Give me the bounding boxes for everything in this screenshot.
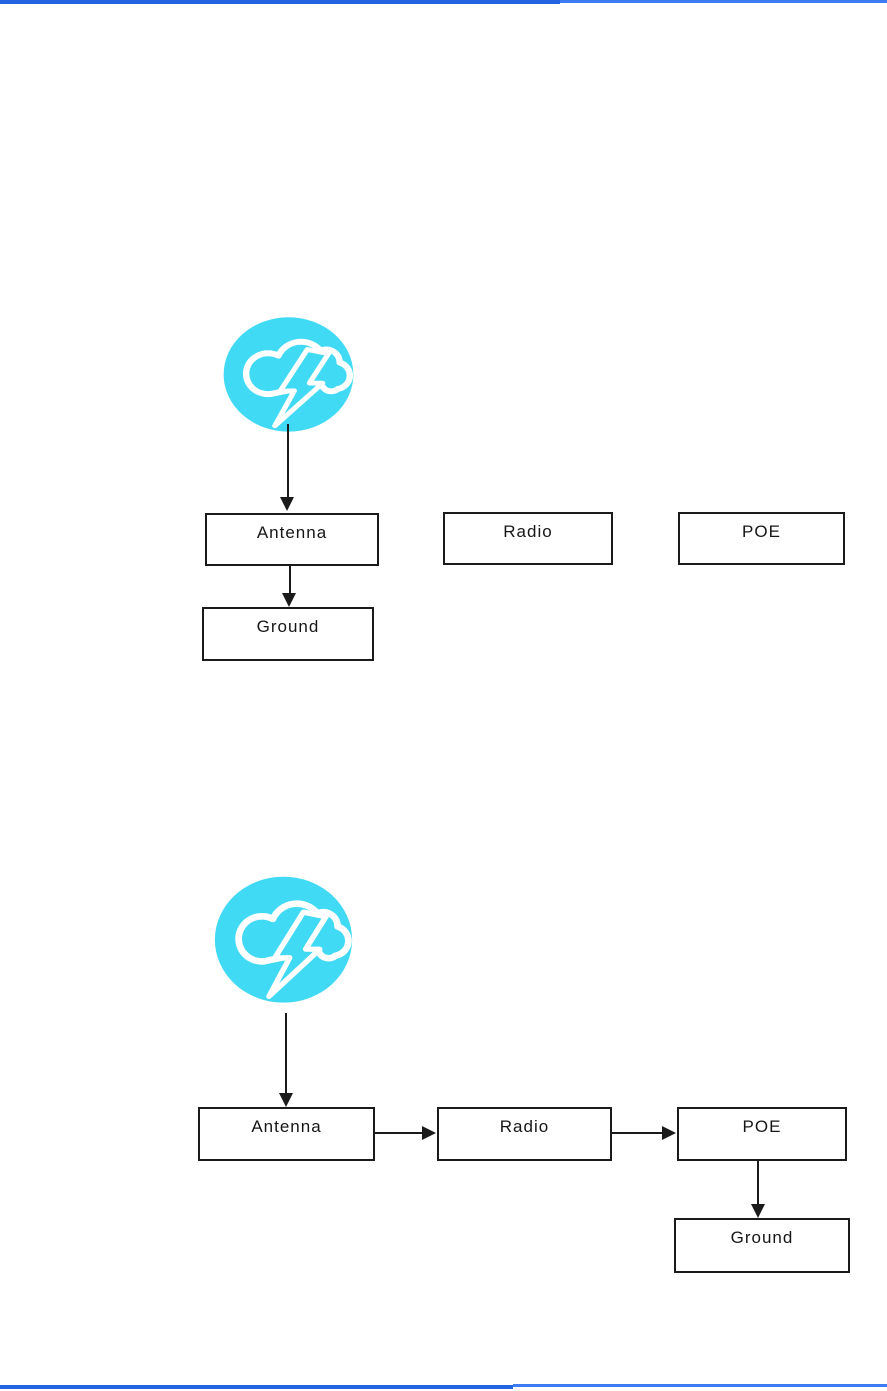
footer-rule-right — [513, 1384, 887, 1387]
node-radio: Radio — [443, 512, 613, 565]
storm-cloud-lightning-icon — [211, 872, 356, 1013]
connector-storm-antenna-arrowhead — [279, 1093, 293, 1107]
connector-antenna-ground-line — [289, 566, 291, 594]
storm-cloud-lightning-icon — [220, 313, 357, 441]
connector-radio-poe-line — [612, 1132, 663, 1134]
connector-storm-antenna-line — [285, 1013, 287, 1094]
node-antenna: Antenna — [198, 1107, 375, 1161]
node-ground: Ground — [674, 1218, 850, 1273]
node-antenna: Antenna — [205, 513, 379, 566]
header-rule-right — [560, 0, 887, 3]
header-rule-left — [0, 0, 560, 4]
connector-storm-antenna-line — [287, 424, 289, 499]
node-poe: POE — [677, 1107, 847, 1161]
connector-antenna-ground-arrowhead — [282, 593, 296, 607]
connector-antenna-radio-arrowhead — [422, 1126, 436, 1140]
connector-poe-ground-arrowhead — [751, 1204, 765, 1218]
connector-radio-poe-arrowhead — [662, 1126, 676, 1140]
node-radio: Radio — [437, 1107, 612, 1161]
connector-antenna-radio-line — [375, 1132, 423, 1134]
connector-poe-ground-line — [757, 1161, 759, 1205]
footer-rule-left — [0, 1385, 513, 1389]
node-poe: POE — [678, 512, 845, 565]
connector-storm-antenna-arrowhead — [280, 497, 294, 511]
node-ground: Ground — [202, 607, 374, 661]
